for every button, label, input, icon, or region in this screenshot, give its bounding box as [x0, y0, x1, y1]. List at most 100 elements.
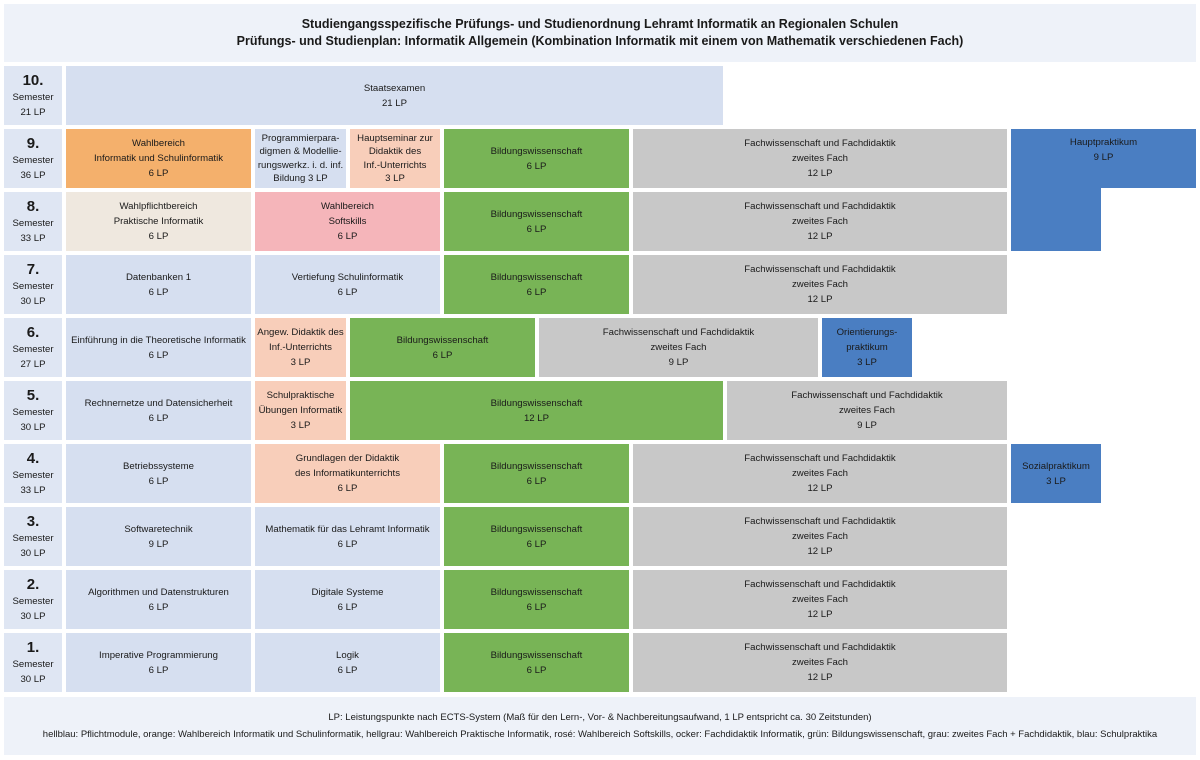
- semester-label: 2. Semester 30 LP: [4, 570, 62, 629]
- module-text-line: 12 LP: [807, 609, 833, 620]
- legend-footer: LP: Leistungspunkte nach ECTS-System (Ma…: [4, 697, 1196, 755]
- semester-word: Semester: [12, 343, 54, 355]
- module-text-line: Programmierpara-: [261, 132, 340, 144]
- module-text-line: Bildungswissenschaft: [396, 334, 489, 346]
- module-text-line: 12 LP: [807, 546, 833, 557]
- module-theoretische-informatik: Einführung in die Theoretische Informati…: [66, 318, 251, 377]
- module-text-line: zweites Fach: [792, 531, 848, 542]
- module-text-line: 6 LP: [526, 664, 547, 676]
- module-bildungswissenschaft: Bildungswissenschaft 6 LP: [350, 318, 535, 377]
- hauptpraktikum-extension: [1011, 186, 1101, 251]
- module-text-line: 6 LP: [148, 231, 169, 242]
- semester-word: Semester: [12, 217, 54, 229]
- module-text-line: 9 LP: [857, 420, 877, 431]
- module-text-line: rungswerkz. i. d. inf.: [257, 159, 344, 171]
- semester-lp: 30 LP: [20, 547, 46, 559]
- module-bildungswissenschaft: Bildungswissenschaft 6 LP: [444, 444, 629, 503]
- module-text-line: Wahlbereich: [132, 138, 185, 149]
- module-text-line: Angew. Didaktik des: [257, 327, 344, 338]
- module-programmierparadigmen: Programmierpara-digmen & Modellie-rungsw…: [255, 129, 346, 188]
- module-text-line: Datenbanken 1: [125, 271, 192, 283]
- module-text-line: 6 LP: [337, 601, 358, 613]
- module-text-line: zweites Fach: [792, 468, 848, 479]
- module-logik: Logik 6 LP: [255, 633, 440, 692]
- module-text-line: Bildungswissenschaft: [490, 397, 583, 409]
- semester-word: Semester: [12, 532, 54, 544]
- module-text-line: 6 LP: [337, 231, 358, 242]
- footer-color-legend: hellblau: Pflichtmodule, orange: Wahlber…: [42, 729, 1158, 740]
- semester-lp: 30 LP: [20, 421, 46, 433]
- module-text-line: 3 LP: [857, 357, 877, 368]
- semester-lp: 36 LP: [20, 169, 46, 181]
- semester-word: Semester: [12, 658, 54, 670]
- module-text-line: 12 LP: [807, 231, 833, 242]
- module-text-line: Schulpraktische: [266, 390, 335, 401]
- module-text-line: 9 LP: [668, 357, 689, 368]
- semester-number: 2.: [26, 575, 40, 593]
- module-text-line: Orientierungs-: [836, 327, 898, 338]
- module-text-line: Staatsexamen: [363, 82, 426, 94]
- semester-label: 6. Semester 27 LP: [4, 318, 62, 377]
- module-text-line: 6 LP: [526, 538, 547, 550]
- footer-lp-note: LP: Leistungspunkte nach ECTS-System (Ma…: [328, 712, 872, 723]
- semester-number: 5.: [26, 386, 40, 404]
- module-text-line: zweites Fach: [792, 153, 848, 164]
- module-text-line: zweites Fach: [792, 279, 848, 290]
- module-text-line: 6 LP: [148, 475, 169, 487]
- module-text-line: Didaktik des: [368, 146, 422, 157]
- module-text-line: Hauptpraktikum: [1069, 137, 1138, 148]
- module-text-line: zweites Fach: [650, 342, 707, 353]
- module-text-line: Übungen Informatik: [258, 405, 343, 416]
- semester-number: 9.: [26, 134, 40, 152]
- semester-label: 8. Semester 33 LP: [4, 192, 62, 251]
- semester-label: 7. Semester 30 LP: [4, 255, 62, 314]
- module-text-line: Softwaretechnik: [124, 523, 193, 535]
- module-text-line: 6 LP: [337, 538, 358, 550]
- module-text-line: Digitale Systeme: [311, 586, 384, 598]
- semester-label: 9. Semester 36 LP: [4, 129, 62, 188]
- module-text-line: 6 LP: [526, 601, 547, 613]
- module-text-line: 3 LP: [385, 173, 405, 184]
- module-text-line: Fachwissenschaft und Fachdidaktik: [744, 579, 896, 590]
- semester-lp: 30 LP: [20, 295, 46, 307]
- module-text-line: 6 LP: [148, 168, 169, 179]
- module-text-line: Grundlagen der Didaktik: [295, 453, 400, 464]
- title-line-1: Studiengangsspezifische Prüfungs- und St…: [301, 17, 899, 31]
- module-text-line: 21 LP: [381, 97, 408, 109]
- module-text-line: Softskills: [328, 216, 367, 227]
- module-text-line: 12 LP: [807, 672, 833, 683]
- semester-word: Semester: [12, 595, 54, 607]
- semester-number: 8.: [26, 197, 40, 215]
- module-text-line: Inf.-Unterrichts: [363, 159, 427, 171]
- module-text-line: 6 LP: [148, 412, 169, 424]
- module-text-line: 6 LP: [148, 286, 169, 298]
- module-text-line: Bildungswissenschaft: [490, 460, 583, 472]
- module-text-line: 3 LP: [1046, 475, 1066, 487]
- semester-label: 4. Semester 33 LP: [4, 444, 62, 503]
- module-text-line: Bildungswissenschaft: [490, 271, 583, 283]
- title-line-2: Prüfungs- und Studienplan: Informatik Al…: [236, 34, 964, 48]
- module-text-line: Fachwissenschaft und Fachdidaktik: [602, 327, 755, 338]
- module-text-line: Logik: [336, 649, 359, 661]
- module-text-line: 6 LP: [337, 664, 358, 676]
- hauptpraktikum-shape: [1011, 129, 1196, 188]
- module-text-line: 6 LP: [526, 475, 547, 487]
- module-text-line: Hauptseminar zur: [357, 132, 433, 144]
- semester-number: 10.: [22, 71, 44, 89]
- module-text-line: 6 LP: [432, 349, 453, 361]
